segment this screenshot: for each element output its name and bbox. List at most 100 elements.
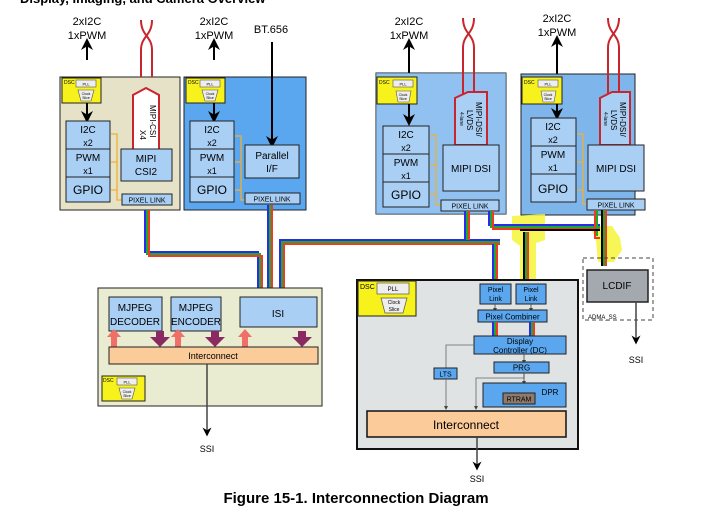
svg-text:Display: Display	[507, 337, 533, 346]
mipi-csi2-block	[120, 148, 173, 182]
svg-text:Clock: Clock	[544, 93, 553, 97]
svg-text:Slice: Slice	[544, 97, 552, 101]
svg-text:1xPWM: 1xPWM	[195, 30, 234, 42]
mipi-lanes-icon	[140, 19, 153, 77]
svg-text:Interconnect: Interconnect	[433, 418, 500, 432]
subsystem-mipi-dsi-0: 2xI2C 1xPWM MIPI-DSI/ LVDS 4-lane DSC PL…	[375, 16, 507, 215]
svg-text:PLL: PLL	[399, 82, 407, 87]
svg-text:Link: Link	[525, 296, 538, 303]
svg-text:Clock: Clock	[388, 300, 401, 306]
pwm-label: 1xPWM	[68, 30, 107, 42]
io-block: I2C x2 PWM x1 GPIO	[189, 120, 235, 203]
subsystem-mipi-csi: 2xI2C 1xPWM MIPI-CSI X4 DSC PLL Clock Sl…	[59, 16, 181, 211]
svg-text:PWM: PWM	[394, 158, 418, 169]
dsc-block: DSC PLL Clock Slice	[376, 76, 418, 105]
svg-text:LCDIF: LCDIF	[603, 281, 632, 292]
adma-ss-label: ADMA_SS	[588, 315, 617, 321]
svg-text:PIXEL LINK: PIXEL LINK	[451, 204, 488, 211]
svg-text:x2: x2	[83, 138, 93, 148]
bt656-label: BT.656	[254, 24, 288, 36]
svg-text:DSC: DSC	[188, 80, 199, 86]
mipi-lanes-icon	[607, 17, 620, 95]
svg-text:GPIO: GPIO	[391, 188, 421, 202]
svg-text:RTRAM: RTRAM	[507, 397, 532, 404]
svg-text:PLL: PLL	[82, 82, 90, 87]
svg-text:I2C: I2C	[80, 125, 96, 136]
svg-text:2xI2C: 2xI2C	[200, 16, 229, 28]
svg-text:Slice: Slice	[123, 394, 131, 398]
svg-text:Parallel: Parallel	[255, 151, 288, 162]
svg-text:MIPI-DSI/: MIPI-DSI/	[618, 102, 627, 137]
svg-text:Clock: Clock	[399, 93, 408, 97]
svg-text:Slice: Slice	[389, 307, 400, 313]
connector-lanes: X4	[138, 130, 147, 140]
svg-text:GPIO: GPIO	[197, 183, 227, 197]
svg-text:PIXEL LINK: PIXEL LINK	[597, 203, 634, 210]
svg-text:DSC: DSC	[64, 80, 75, 86]
pixel-link	[244, 192, 301, 205]
data-arrows	[107, 329, 312, 347]
pixel-buses	[144, 205, 607, 290]
svg-text:PWM: PWM	[200, 153, 224, 164]
svg-text:PWM: PWM	[76, 153, 100, 164]
adma-ss-boundary	[582, 257, 654, 321]
parallel-if-block	[244, 144, 300, 179]
interconnect-bar	[108, 346, 319, 365]
svg-text:Pixel: Pixel	[488, 287, 504, 294]
svg-text:DSC: DSC	[103, 378, 114, 384]
svg-text:GPIO: GPIO	[73, 183, 103, 197]
svg-text:x1: x1	[401, 171, 411, 181]
dsc-block: DSC PLL Clock Slice	[357, 280, 417, 317]
svg-text:Clock: Clock	[82, 92, 91, 96]
svg-text:DSC: DSC	[379, 80, 390, 86]
io-block: I2C x2 PWM x1 GPIO	[65, 120, 111, 203]
lcdif-block	[586, 269, 649, 303]
adma-ss-group: LCDIF ADMA_SS SSI	[582, 257, 654, 365]
svg-text:MJPEG: MJPEG	[118, 303, 153, 314]
svg-text:Pixel: Pixel	[523, 287, 539, 294]
i2c-label: 2xI2C	[73, 16, 102, 28]
dsc-block: DSC PLL Clock Slice	[61, 77, 102, 104]
io-block: I2C x2 PWM x1 GPIO	[530, 117, 577, 203]
dsc-block: DSC PLL Clock Slice	[185, 77, 226, 104]
imaging-subsystem: MJPEG DECODER MJPEG ENCODER ISI Intercon…	[97, 287, 323, 454]
dsc-block: DSC PLL Clock Slice	[101, 375, 146, 402]
svg-text:PLL: PLL	[123, 380, 131, 385]
mipi-dsi-block	[587, 144, 645, 192]
svg-text:PRG: PRG	[513, 364, 530, 373]
svg-text:Link: Link	[489, 296, 502, 303]
svg-text:Slice: Slice	[399, 97, 407, 101]
svg-text:PLL: PLL	[544, 82, 552, 87]
display-controller-subsystem: DSC PLL Clock Slice Pixel Link Pixel Lin…	[356, 279, 579, 484]
svg-text:MIPI DSI: MIPI DSI	[451, 164, 491, 175]
io-block: I2C x2 PWM x1 GPIO	[382, 125, 430, 208]
svg-text:PLL: PLL	[206, 82, 214, 87]
prg-block	[493, 361, 550, 374]
svg-text:x1: x1	[83, 166, 93, 176]
ssi-label: SSI	[629, 355, 644, 365]
svg-text:GPIO: GPIO	[538, 182, 568, 196]
lts-block	[433, 367, 458, 380]
svg-text:DSC: DSC	[360, 284, 375, 291]
mipi-lanes-icon	[462, 17, 475, 95]
svg-text:I2C: I2C	[204, 125, 220, 136]
svg-text:Clock: Clock	[123, 390, 132, 394]
svg-text:CSI2: CSI2	[135, 167, 158, 178]
ssi-label: SSI	[200, 444, 215, 454]
svg-text:Interconnect: Interconnect	[188, 351, 238, 361]
svg-text:Slice: Slice	[82, 96, 90, 100]
svg-text:PIXEL LINK: PIXEL LINK	[128, 198, 165, 205]
interconnect-bar	[366, 410, 567, 438]
svg-text:x2: x2	[207, 138, 217, 148]
svg-text:4-lane: 4-lane	[458, 112, 464, 126]
svg-text:1xPWM: 1xPWM	[390, 30, 429, 42]
rtram-block	[502, 392, 536, 405]
svg-text:PIXEL LINK: PIXEL LINK	[253, 197, 290, 204]
svg-text:MIPI-DSI/: MIPI-DSI/	[474, 102, 483, 137]
svg-text:2xI2C: 2xI2C	[543, 13, 572, 25]
pixel-link	[586, 198, 646, 211]
svg-text:LVDS: LVDS	[465, 110, 474, 130]
svg-text:MIPI: MIPI	[136, 154, 157, 165]
svg-text:DSC: DSC	[524, 80, 535, 86]
